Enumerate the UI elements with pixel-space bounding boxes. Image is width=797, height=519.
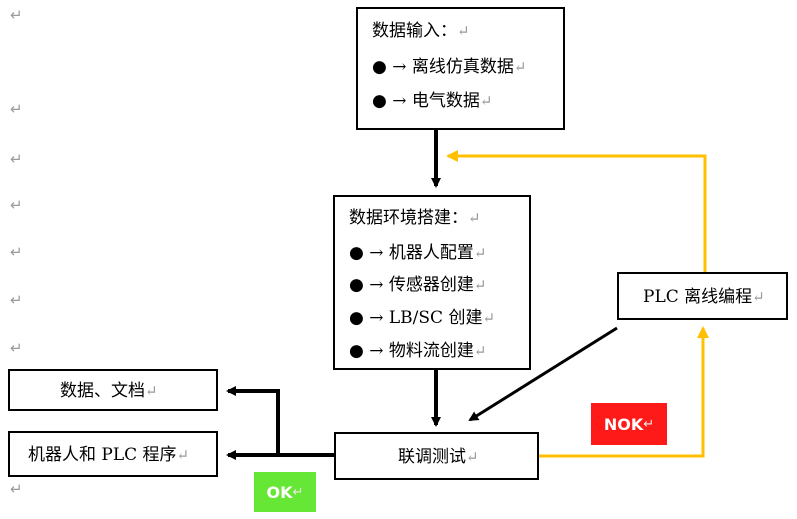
data-env-title: 数据环境搭建：	[349, 208, 468, 228]
data-input-item: ● → 电气数据	[372, 91, 480, 111]
robot-plc-program-label: 机器人和 PLC 程序	[28, 445, 177, 465]
plc-offline-programming-label: PLC 离线编程	[643, 287, 753, 307]
data-docs-box: 数据、文档↵	[8, 369, 218, 411]
robot-plc-program-box: 机器人和 PLC 程序↵	[8, 431, 218, 477]
data-env-box: 数据环境搭建：↵ ● → 机器人配置↵ ● → 传感器创建↵ ● → LB/SC…	[333, 195, 531, 370]
joint-test-box: 联调测试↵	[334, 432, 539, 480]
joint-test-label: 联调测试	[398, 447, 466, 467]
paragraph-mark: ↵	[10, 6, 23, 24]
data-input-item: ● → 离线仿真数据	[372, 57, 514, 77]
paragraph-mark: ↵	[10, 291, 23, 309]
arrow-plc-to-test	[468, 326, 618, 422]
nok-label: NOK	[603, 414, 644, 434]
arrow-plc-to-env	[446, 150, 707, 272]
data-input-title: 数据输入：	[372, 21, 457, 41]
data-env-item: ● → LB/SC 创建	[349, 308, 483, 328]
paragraph-mark: ↵	[10, 480, 23, 498]
paragraph-mark: ↵	[10, 100, 23, 118]
paragraph-mark: ↵	[10, 150, 23, 168]
data-input-box: 数据输入：↵ ● → 离线仿真数据↵ ● → 电气数据↵	[356, 7, 565, 130]
paragraph-mark: ↵	[10, 196, 23, 214]
ok-label: OK	[266, 482, 293, 502]
paragraph-mark: ↵	[10, 339, 23, 357]
paragraph-mark: ↵	[10, 243, 23, 261]
data-docs-label: 数据、文档	[60, 381, 145, 401]
ok-badge: OK↵	[254, 472, 316, 512]
nok-badge: NOK↵	[591, 403, 667, 445]
arrow-test-to-plc-nok	[539, 326, 709, 458]
plc-offline-programming-box: PLC 离线编程↵	[617, 272, 788, 320]
data-env-item: ● → 机器人配置	[349, 243, 474, 263]
data-env-item: ● → 物料流创建	[349, 341, 474, 361]
data-env-item: ● → 传感器创建	[349, 275, 474, 295]
arrow-test-to-docs	[226, 386, 280, 455]
